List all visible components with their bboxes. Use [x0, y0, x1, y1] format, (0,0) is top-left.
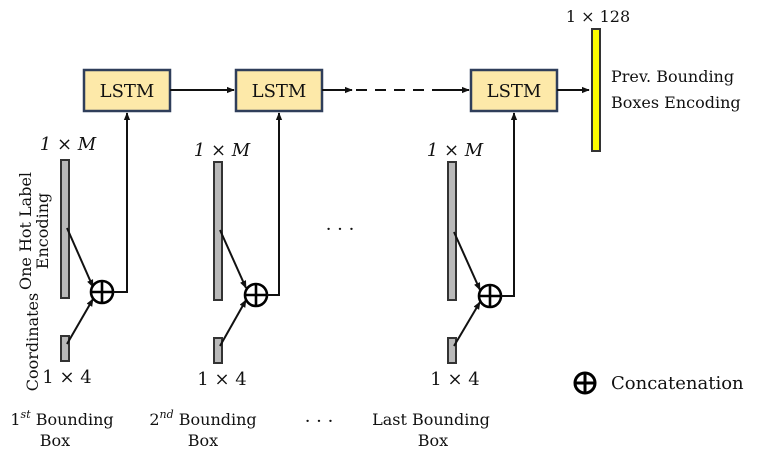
bottom-ellipsis: · · ·	[305, 411, 334, 432]
group-1-label-vector	[60, 159, 70, 299]
label-axis-line2: Encoding	[33, 193, 52, 269]
label-axis-line1: One Hot Label	[16, 172, 35, 290]
step-2-label: 2nd Bounding	[149, 408, 256, 429]
encoding-dimension-label: 1 × 128	[566, 7, 630, 26]
group-last-coord-dim: 1 × 4	[430, 369, 479, 390]
group-2-coord-vector	[213, 337, 223, 364]
step-2-label-line2: Box	[188, 431, 218, 450]
group-last-concat-to-lstm-arrow	[501, 112, 518, 297]
lstm-cell-1-label: LSTM	[100, 81, 155, 102]
group-1-label-to-concat-arrow	[66, 227, 94, 288]
legend-concat-label: Concatenation	[611, 373, 744, 394]
step-1-label-line2: Box	[40, 431, 70, 450]
middle-ellipsis: · · ·	[326, 219, 355, 240]
lstm-cell-1	[82, 68, 172, 113]
lstm-cell-2	[234, 68, 324, 113]
step-last-label-line2: Box	[418, 431, 448, 450]
encoding-label-line2: Boxes Encoding	[611, 93, 741, 112]
legend-concat-icon	[573, 371, 597, 395]
group-2-concat-to-lstm-arrow	[267, 112, 283, 296]
group-2-coord-to-concat-arrow	[219, 299, 247, 347]
step-last-label: Last Bounding	[372, 410, 490, 429]
group-1-coord-vector	[60, 335, 70, 362]
lstm-cell-last	[469, 68, 559, 113]
group-last-label-dim: 1 × M	[427, 140, 484, 161]
lstm-cell-2-label: LSTM	[252, 81, 307, 102]
group-last-coord-to-concat-arrow	[453, 301, 481, 347]
group-2-coord-dim: 1 × 4	[197, 369, 246, 390]
group-last-concat-icon	[477, 283, 503, 309]
encoding-label-line1: Prev. Bounding	[611, 67, 734, 86]
step-1-label: 1st Bounding	[10, 408, 113, 429]
group-last-label-vector	[447, 161, 457, 301]
group-last-label-to-concat-arrow	[453, 231, 481, 291]
lstm-cell-last-label: LSTM	[487, 81, 542, 102]
encoding-vector-bar	[591, 28, 601, 152]
group-1-concat-icon	[89, 279, 115, 305]
group-1-coord-dim: 1 × 4	[42, 367, 91, 388]
group-2-label-dim: 1 × M	[194, 140, 251, 161]
group-2-label-vector	[213, 161, 223, 301]
group-1-coord-to-concat-arrow	[66, 298, 94, 345]
group-last-coord-vector	[447, 337, 457, 364]
group-1-concat-to-lstm-arrow	[113, 112, 131, 293]
group-2-label-to-concat-arrow	[219, 229, 247, 289]
group-2-concat-icon	[243, 282, 269, 308]
coord-axis-label: Coordinates	[23, 293, 42, 391]
group-1-label-dim: 1 × M	[40, 134, 97, 155]
